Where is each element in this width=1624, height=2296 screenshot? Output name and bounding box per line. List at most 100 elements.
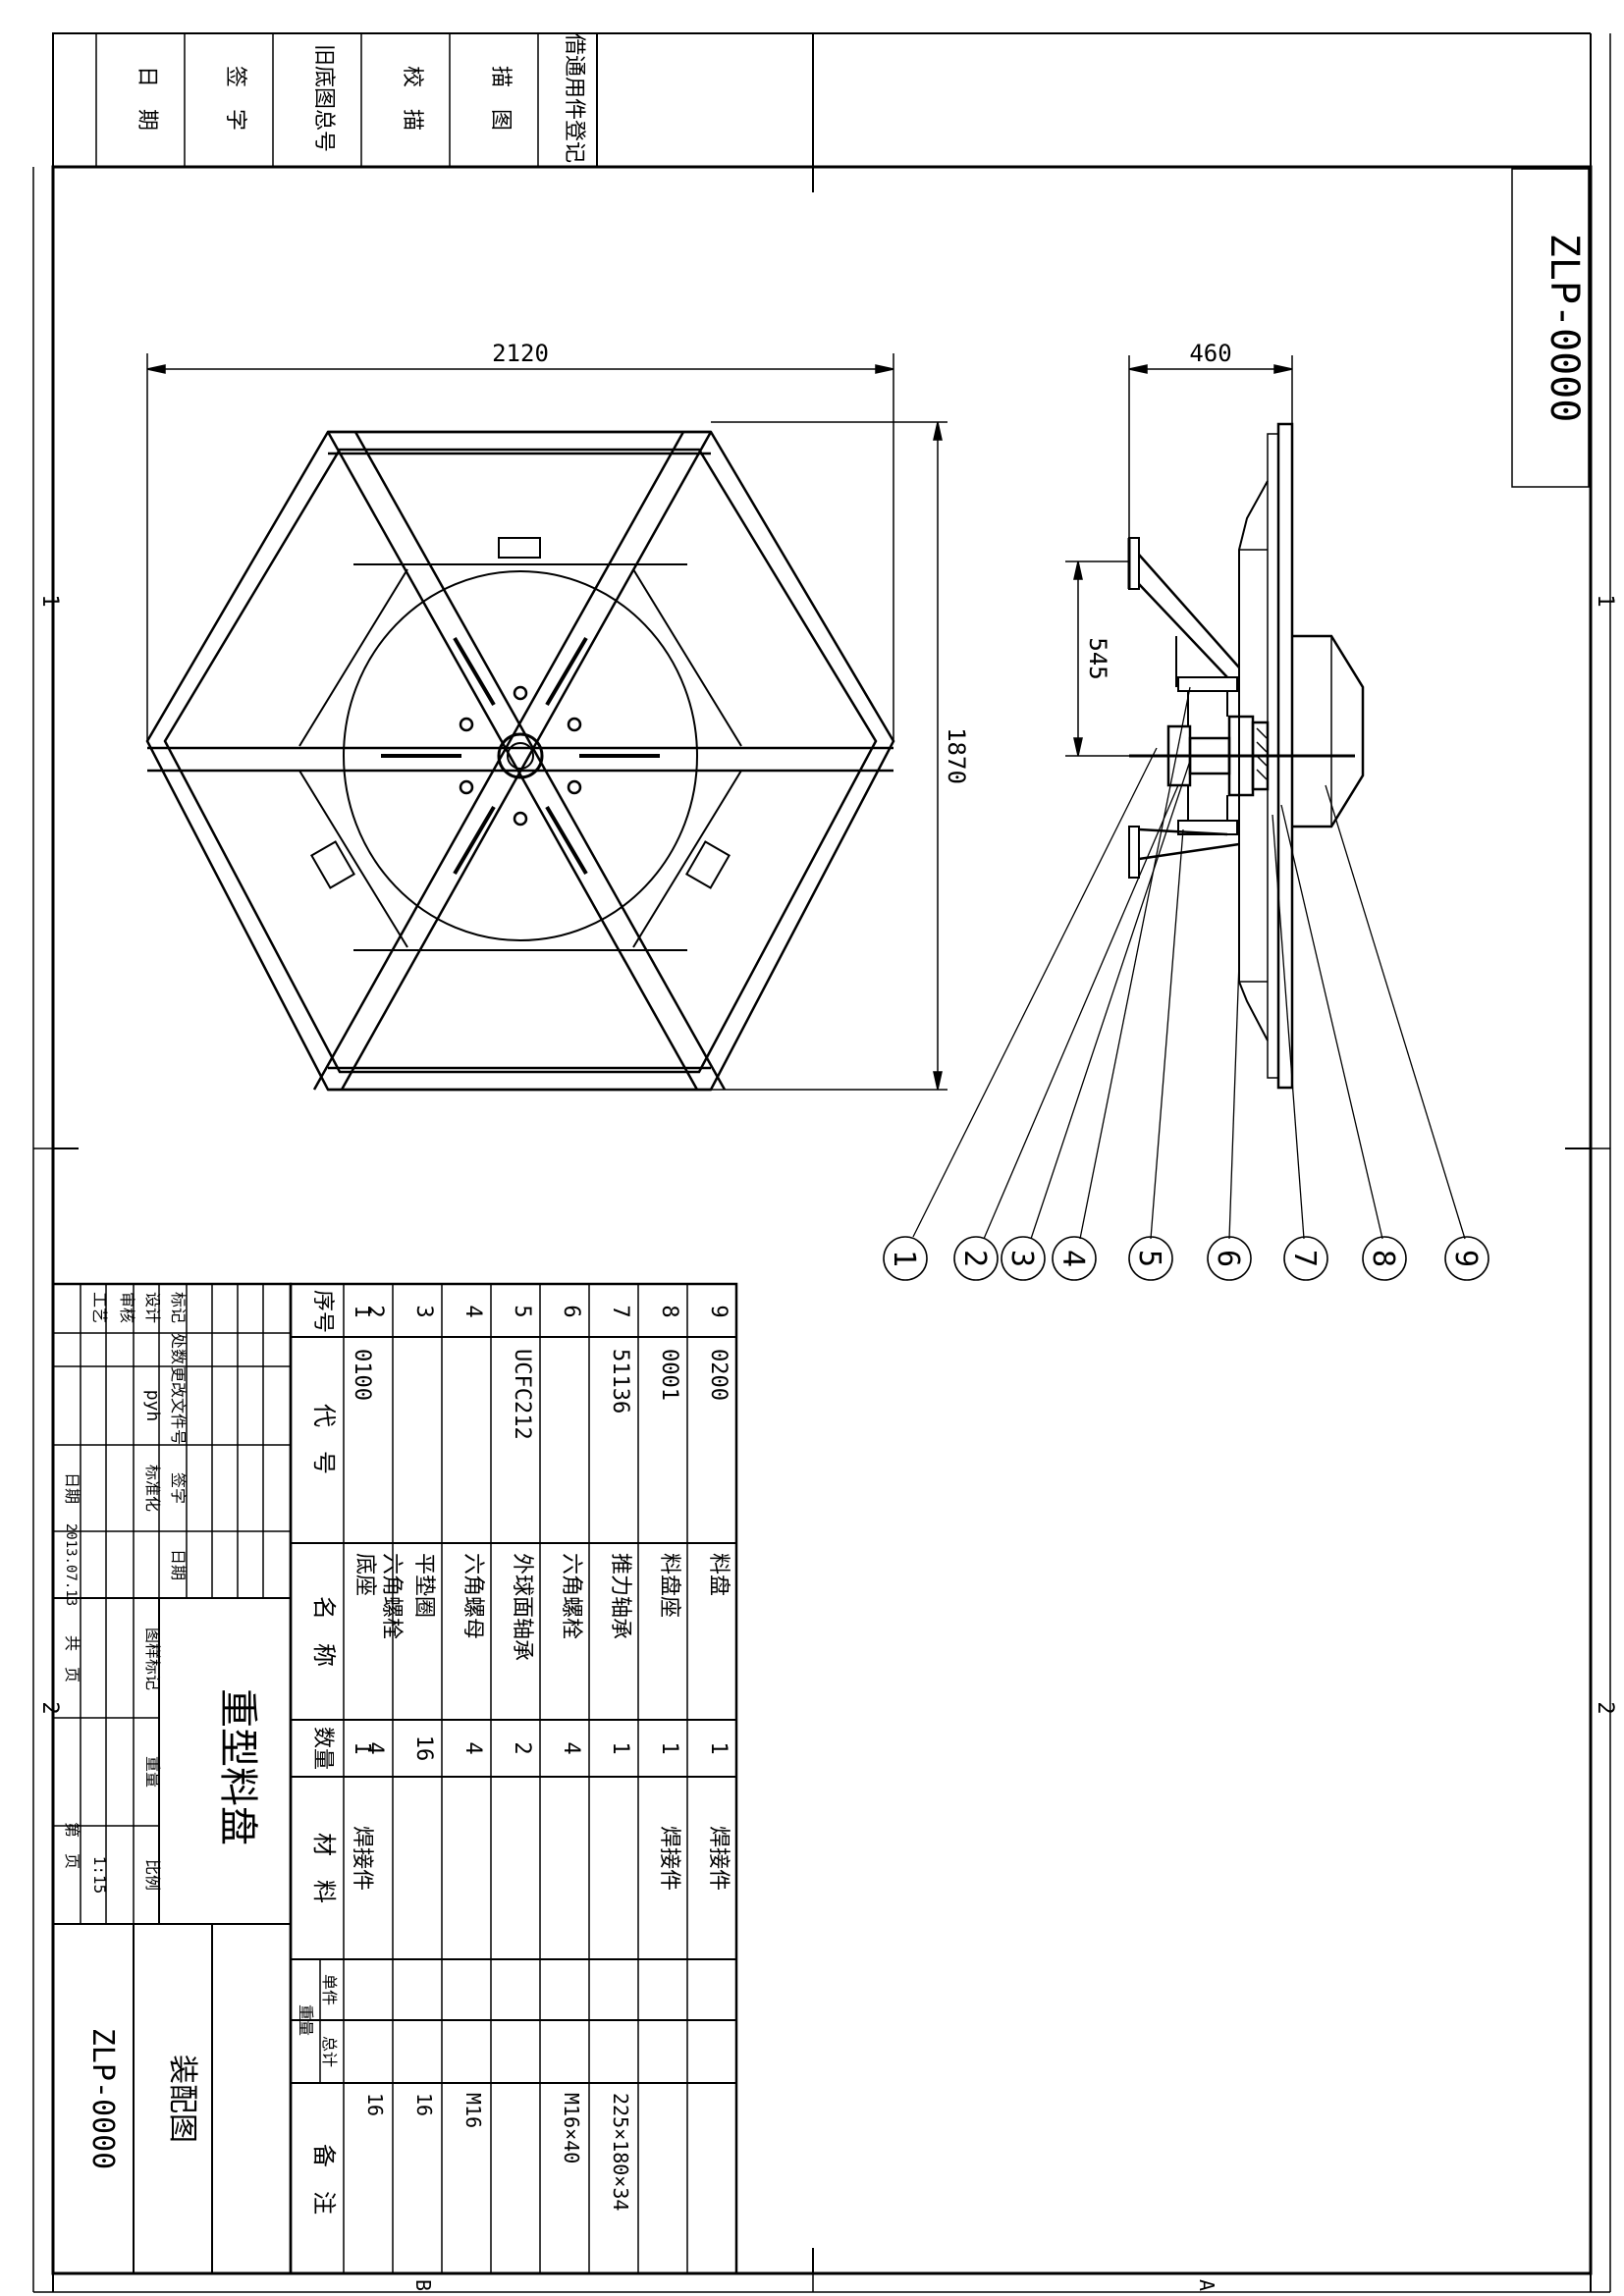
bom-cell-code: 0100 bbox=[350, 1349, 374, 1401]
bom-cell-code: UCFC212 bbox=[510, 1349, 534, 1440]
bom-header-seq: 序号 bbox=[310, 1290, 335, 1333]
balloon-label: 6 bbox=[1211, 1250, 1245, 1267]
tb-sign: 签字 bbox=[169, 1472, 188, 1504]
bom-cell-seq: 9 bbox=[706, 1305, 731, 1317]
zone-label-row-1: 1 bbox=[37, 594, 62, 607]
tb-drawing-mark: 图样标记 bbox=[143, 1628, 162, 1690]
dimension-height: 1870 bbox=[943, 727, 970, 784]
bom-cell-qty: 1 bbox=[608, 1741, 632, 1754]
balloon-7: 7 bbox=[1283, 1236, 1328, 1281]
bom-header-weight: 重量 bbox=[297, 2004, 315, 2036]
bom-cell-seq: 1 bbox=[350, 1305, 374, 1317]
bom-cell-name: 外球面轴承 bbox=[510, 1553, 534, 1661]
plan-view bbox=[145, 430, 895, 1092]
bom-cell-qty: 4 bbox=[362, 1741, 387, 1754]
bom-cell-material: 焊接件 bbox=[657, 1826, 681, 1891]
stamp-row-old-no: 旧底图总号 bbox=[311, 44, 336, 152]
bom-cell-seq: 8 bbox=[657, 1305, 681, 1317]
bom-cell-name: 料盘 bbox=[706, 1553, 731, 1596]
bom-cell-remark: 16 bbox=[412, 2093, 436, 2116]
side-view bbox=[1127, 422, 1365, 1090]
stamp-row-check: 校 描 bbox=[400, 66, 424, 131]
leader-lines bbox=[912, 686, 1466, 1240]
dimension-side-width: 460 bbox=[1189, 340, 1231, 367]
bom-cell-qty: 2 bbox=[510, 1741, 534, 1754]
bom-cell-name: 料盘座 bbox=[657, 1553, 681, 1618]
dimension-width: 2120 bbox=[492, 340, 549, 367]
tb-mark: 标记 bbox=[169, 1292, 188, 1323]
balloon-9: 9 bbox=[1444, 1236, 1489, 1281]
tb-count: 处数 bbox=[169, 1333, 188, 1364]
tb-drawing-number: ZLP-0000 bbox=[85, 2028, 120, 2170]
zone-label-row-2: 2 bbox=[37, 1701, 62, 1714]
tb-scale: 1:15 bbox=[90, 1856, 109, 1895]
bom-cell-name: 平垫圈 bbox=[411, 1553, 436, 1618]
balloon-group: 1 2 3 4 5 6 7 8 bbox=[883, 1236, 1489, 1281]
tb-change-doc: 更改文件号 bbox=[169, 1366, 188, 1445]
bom-cell-name: 六角螺母 bbox=[460, 1553, 485, 1639]
tb-weight: 重量 bbox=[143, 1756, 162, 1788]
tb-standardized: 标准化 bbox=[143, 1465, 162, 1512]
bom-rows: 9 0200 料盘 1 焊接件 8 0001 料盘座 1 焊接件 7 5 1 1 3 6… bbox=[350, 1305, 731, 2211]
balloon-label: 8 bbox=[1366, 1250, 1400, 1267]
bom-row-9: 9 0200 料盘 1 焊接件 bbox=[706, 1305, 731, 1891]
tb-date: 日期 bbox=[169, 1549, 188, 1580]
drawing-number-box: ZLP-0000 bbox=[1511, 168, 1590, 488]
plan-dimensions bbox=[146, 353, 947, 1091]
bom-header: 序号 代 号 名 称 数量 材 料 单件 总计 重量 备 注 bbox=[297, 1290, 339, 2215]
bom-row-6: 6 六角螺栓 4 M16×40 bbox=[559, 1305, 583, 2163]
balloon-label: 4 bbox=[1056, 1250, 1090, 1267]
tb-date-row: 日期 bbox=[63, 1472, 81, 1504]
bom-cell-qty: 1 bbox=[350, 1741, 374, 1754]
stamp-row-date: 日 期 bbox=[135, 66, 159, 131]
bom-cell-seq: 7 bbox=[608, 1305, 632, 1317]
bom-cell-qty: 1 bbox=[657, 1741, 681, 1754]
bom-header-name: 名 称 bbox=[310, 1596, 338, 1667]
bom-cell-remark: M16 bbox=[461, 2093, 485, 2128]
title-block bbox=[51, 1282, 293, 2275]
balloon-label: 3 bbox=[1004, 1250, 1039, 1267]
balloon-4: 4 bbox=[1052, 1236, 1097, 1281]
bom-cell-remark: 225×180×34 bbox=[609, 2093, 632, 2211]
tb-designer: pyh bbox=[142, 1390, 163, 1422]
bom-row-5: 5 UCFC212 外球面轴承 2 bbox=[510, 1305, 534, 1754]
bom-cell-code: 0200 bbox=[706, 1349, 731, 1401]
tb-date-value: 2013.07.13 bbox=[63, 1523, 79, 1606]
bom-cell-seq: 4 bbox=[460, 1305, 485, 1317]
balloon-3: 3 bbox=[1001, 1236, 1046, 1281]
bom-row-4: 4 六角螺母 4 M16 bbox=[460, 1305, 485, 2128]
tb-design: 设计 bbox=[143, 1292, 162, 1323]
bom-header-code: 代 号 bbox=[310, 1404, 338, 1474]
bom-cell-name: 底座 bbox=[352, 1553, 377, 1596]
zone-label-col-b: B bbox=[411, 2279, 435, 2291]
bom-row-3: 3 平垫圈 16 16 bbox=[411, 1305, 436, 2116]
tb-process: 工艺 bbox=[90, 1292, 109, 1323]
bom-cell-seq: 5 bbox=[510, 1305, 534, 1317]
balloon-label: 2 bbox=[957, 1250, 992, 1267]
tb-sheet-no: 第 页 bbox=[63, 1822, 81, 1869]
bom-cell-seq: 2 bbox=[362, 1305, 387, 1317]
bom-cell-name: 六角螺栓 bbox=[379, 1553, 404, 1639]
side-dimensions bbox=[1065, 355, 1293, 757]
balloon-1: 1 bbox=[883, 1236, 928, 1281]
bom-header-material: 材 料 bbox=[310, 1833, 338, 1903]
bom-header-unit-weight: 单件 bbox=[320, 1974, 339, 2005]
bom-row-2: 2 六角螺栓 4 16 bbox=[362, 1305, 404, 2116]
bom-cell-code: 0001 bbox=[657, 1349, 681, 1401]
bom-row-1: 1 0100 底座 1 焊接件 bbox=[350, 1305, 377, 1891]
tb-review: 审核 bbox=[118, 1292, 136, 1323]
bom-cell-qty: 1 bbox=[706, 1741, 731, 1754]
tb-scale-label: 比例 bbox=[143, 1859, 162, 1891]
topleft-stamp: 借通用件登记 描 图 校 描 旧底图总号 签 字 日 期 bbox=[52, 32, 598, 168]
drawing-border bbox=[32, 32, 1611, 2293]
bom-cell-seq: 3 bbox=[411, 1305, 436, 1317]
bom-cell-material: 焊接件 bbox=[350, 1826, 374, 1891]
title-block-text: 标记 处数 更改文件号 签字 日期 设计 pyh 标准化 审核 工艺 日期 20… bbox=[63, 1292, 260, 2169]
balloon-label: 1 bbox=[887, 1250, 921, 1267]
stamp-row-sign: 签 字 bbox=[223, 66, 247, 131]
dimension-side-height: 545 bbox=[1084, 637, 1111, 679]
bom-header-qty: 数量 bbox=[310, 1727, 335, 1770]
bom-cell-material: 焊接件 bbox=[706, 1826, 731, 1891]
drawing-title: 重型料盘 bbox=[215, 1688, 260, 1845]
zone-label-row-2-right: 2 bbox=[1593, 1701, 1617, 1714]
